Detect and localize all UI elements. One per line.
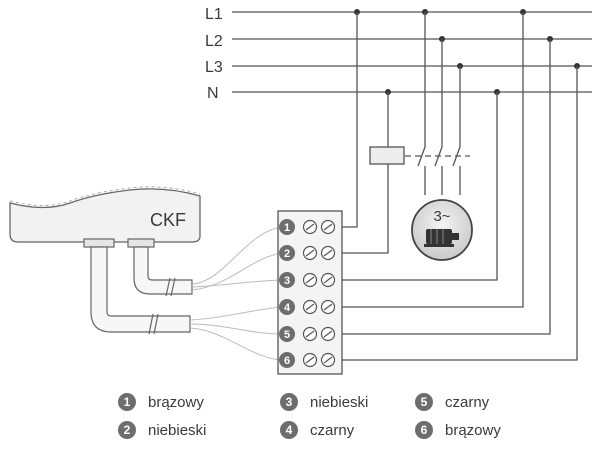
legend-item-1: 1 brązowy	[118, 393, 204, 411]
legend-badge-5: 5	[415, 393, 433, 411]
legend-text-3: niebieski	[310, 393, 369, 411]
screw-slot	[323, 249, 333, 257]
terminal-number-badge	[279, 245, 295, 261]
screw-slot	[305, 356, 315, 364]
screw-slot	[323, 303, 333, 311]
thin-wires	[189, 226, 283, 361]
screw-slot	[323, 276, 333, 284]
line-label-l1: L1	[205, 6, 223, 23]
terminal-number: 1	[284, 222, 290, 234]
cable-gland-left	[83, 238, 115, 248]
motor: 3~	[411, 199, 473, 261]
terminal-number: 3	[284, 275, 290, 287]
line-label-l2: L2	[205, 33, 223, 50]
legend-item-3: 3 niebieski	[280, 393, 368, 411]
terminal-number-badge	[279, 272, 295, 288]
legend-badge-2: 2	[118, 421, 136, 439]
terminal-row: 6	[279, 352, 336, 368]
legend-text-2: niebieski	[148, 421, 207, 439]
legend-badge-6: 6	[415, 421, 433, 439]
screw-slot	[305, 276, 315, 284]
line-label-n: N	[207, 85, 219, 102]
terminal-row: 3	[279, 272, 336, 288]
cable-gland-right	[127, 238, 155, 248]
terminal-row: 1	[279, 219, 336, 235]
device-cables	[90, 246, 193, 333]
legend-badge-3: 3	[280, 393, 298, 411]
terminal-number: 4	[284, 302, 291, 314]
legend-item-6: 6 brązowy	[415, 421, 501, 439]
junction-dots	[354, 9, 580, 95]
line-label-l3: L3	[205, 59, 223, 76]
motor-label: 3~	[433, 208, 450, 225]
legend-item-5: 5 czarny	[415, 393, 489, 411]
legend-text-4: czarny	[310, 421, 355, 439]
terminal-block: 1 2 3 4 5 6	[277, 210, 343, 375]
terminal-row: 5	[279, 326, 336, 342]
legend-item-2: 2 niebieski	[118, 421, 206, 439]
terminal-number-badge	[279, 326, 295, 342]
cable-breaks	[148, 277, 176, 335]
terminal-row: 4	[279, 299, 336, 315]
legend-badge-1: 1	[118, 393, 136, 411]
terminal-row: 2	[279, 245, 336, 261]
legend-item-4: 4 czarny	[280, 421, 354, 439]
terminal-number-badge	[279, 219, 295, 235]
ckf-device: CKF	[9, 186, 201, 248]
contactor-switches	[405, 146, 470, 167]
terminal-number-badge	[279, 299, 295, 315]
device-label: CKF	[150, 210, 186, 230]
connection-wires	[342, 12, 578, 361]
terminal-number: 5	[284, 329, 290, 341]
relay-coil	[369, 146, 405, 165]
screw-slot	[323, 356, 333, 364]
screw-slot	[305, 249, 315, 257]
motor-icon	[424, 229, 459, 247]
terminal-number: 6	[284, 355, 290, 367]
screw-slot	[305, 330, 315, 338]
supply-lines	[232, 11, 592, 93]
screw-slot	[305, 303, 315, 311]
terminal-number: 2	[284, 248, 290, 260]
screw-slot	[323, 330, 333, 338]
screw-slot	[323, 223, 333, 231]
screw-slot	[305, 223, 315, 231]
terminal-number-badge	[279, 352, 295, 368]
legend-text-6: brązowy	[445, 421, 501, 439]
legend-text-5: czarny	[445, 393, 490, 411]
legend-badge-4: 4	[280, 421, 298, 439]
legend-text-1: brązowy	[148, 393, 204, 411]
